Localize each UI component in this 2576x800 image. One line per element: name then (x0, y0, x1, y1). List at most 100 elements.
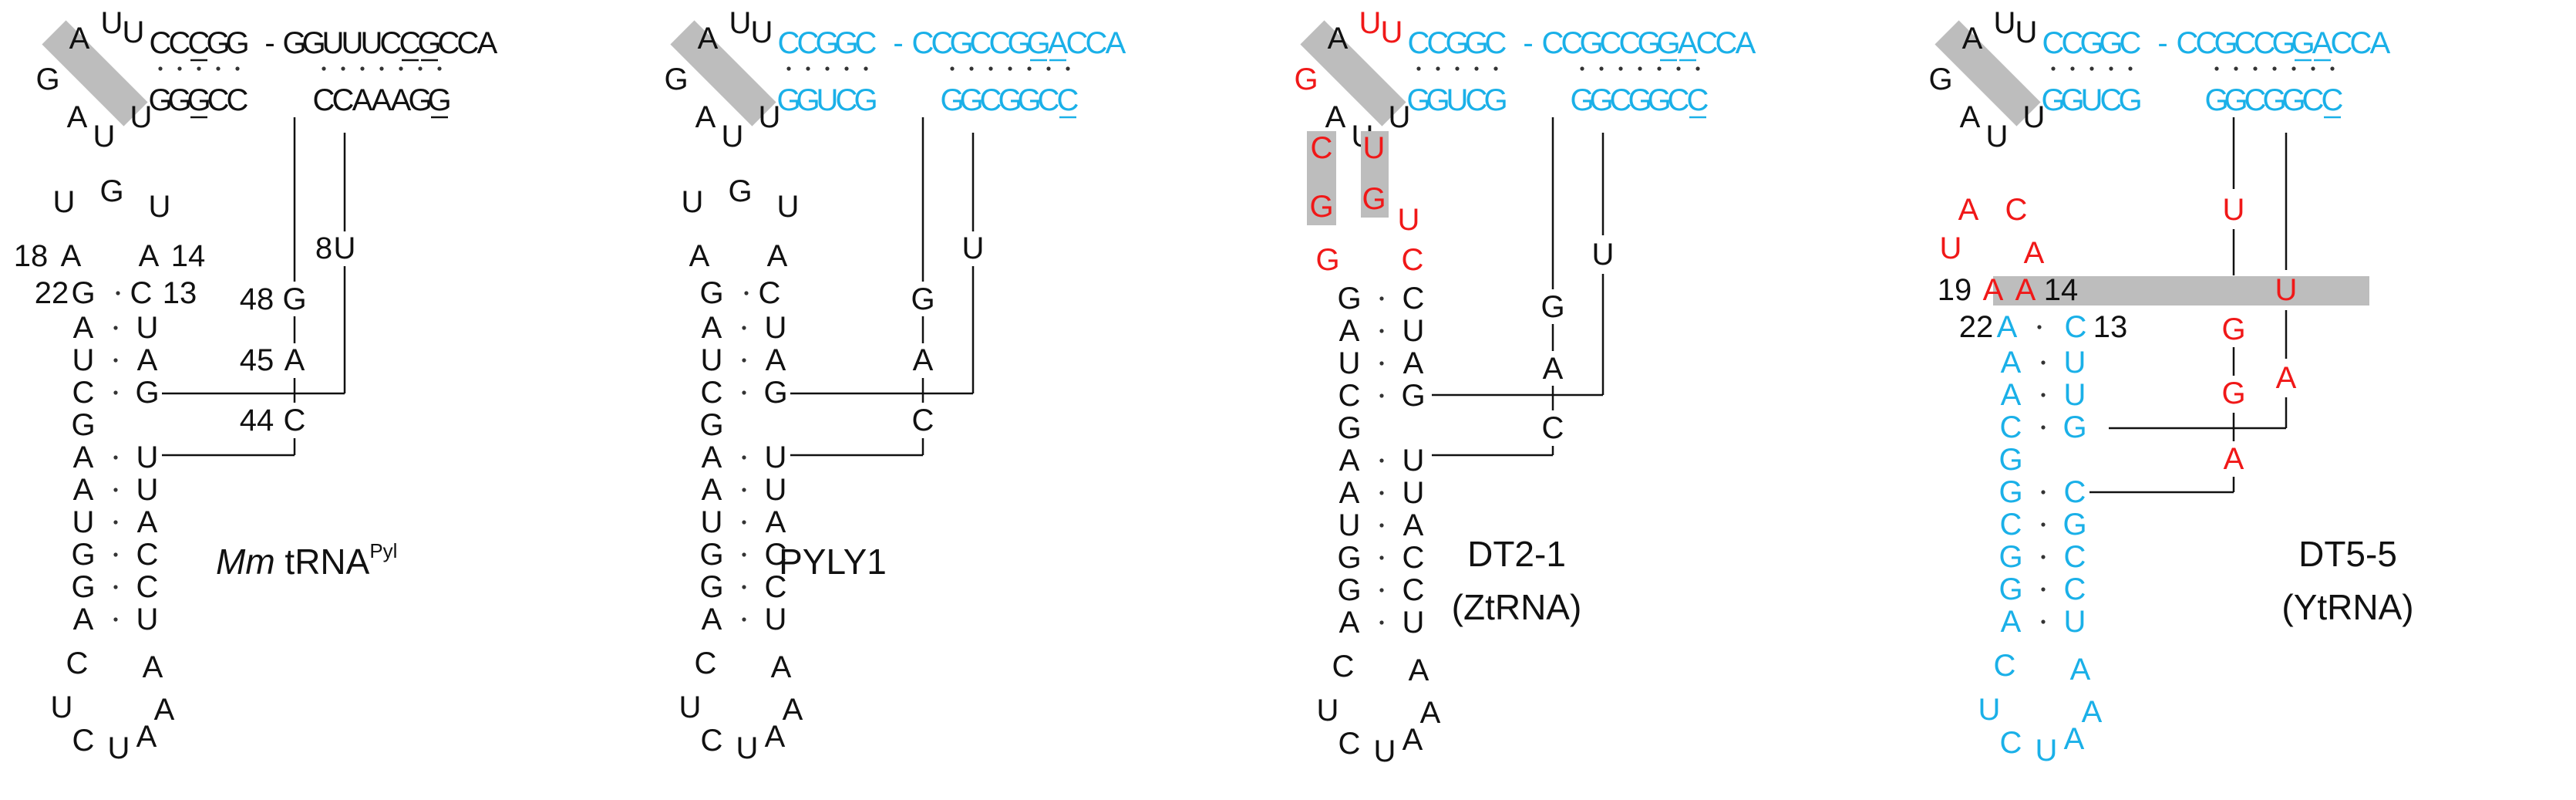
pair-dot (1379, 329, 1384, 333)
acceptor-bottom-nt: G (187, 83, 210, 117)
stem-nt: U (765, 603, 787, 636)
pair-dot (322, 66, 326, 71)
panel-label: (YtRNA) (2281, 587, 2413, 627)
nt: G (2221, 376, 2245, 410)
dash: - (893, 26, 903, 60)
num: 22 (1959, 310, 1994, 344)
acceptor-3prime-nt: A (1736, 26, 1756, 60)
pair-dot (2311, 66, 2315, 71)
nt: C (130, 276, 153, 310)
acceptor-bottom-right-nt: C (313, 83, 335, 117)
pair-dot (1046, 66, 1051, 71)
nt: U (2023, 100, 2046, 134)
acceptor-3prime-nt: C (457, 26, 480, 60)
nt: A (61, 239, 82, 273)
stem-nt: A (73, 473, 94, 507)
acceptor-3prime-nt: G (2271, 26, 2295, 60)
acceptor-bottom-right-nt: C (1687, 83, 1709, 117)
acceptor-3prime-nt: G (949, 26, 973, 60)
pair-dot (742, 358, 746, 363)
pair-dot (341, 66, 345, 71)
acceptor-bottom-nt: U (817, 83, 839, 117)
stem-nt: G (699, 408, 723, 442)
pair-dot (864, 66, 868, 71)
nt: A (1960, 100, 1981, 134)
stem-nt: C (765, 538, 787, 572)
acceptor-bottom-nt: C (227, 83, 249, 117)
acceptor-3prime-nt: U (342, 26, 364, 60)
stem-nt: G (763, 376, 787, 410)
loop-nt: C (695, 646, 717, 680)
pair-dot (177, 66, 182, 71)
num: 48 (240, 282, 274, 316)
num: 8 (315, 231, 332, 265)
pair-dot (437, 66, 442, 71)
nt: U (1359, 6, 1382, 40)
loop-nt: C (701, 724, 723, 758)
stem-nt: A (73, 603, 94, 636)
pair-dot (742, 390, 746, 395)
acceptor-top-nt: C (188, 26, 210, 60)
stem-nt: U (1339, 508, 1361, 542)
nt: G (1315, 243, 1339, 277)
acceptor-highlight-bar (42, 20, 148, 127)
acceptor-bottom-right-nt: A (352, 83, 373, 117)
acceptor-bottom-nt: G (1483, 83, 1507, 117)
pair-dot (1379, 296, 1384, 301)
pair-dot (2089, 66, 2094, 71)
acceptor-top-nt: C (150, 26, 172, 60)
acceptor-3prime-nt: C (2331, 26, 2353, 60)
nt: A (69, 22, 90, 56)
nt: A (2224, 442, 2244, 476)
stem-nt: U (72, 505, 95, 539)
acceptor-top-nt: G (206, 26, 230, 60)
acceptor-bottom-nt: C (207, 83, 230, 117)
loop-nt: A (1409, 653, 1429, 687)
nt: G (1294, 62, 1318, 96)
stem-nt: U (2064, 605, 2086, 639)
pair-dot (2253, 66, 2258, 71)
nt: U (729, 6, 752, 40)
num: 45 (240, 343, 274, 377)
panel-label: (ZtRNA) (1452, 587, 1582, 627)
pair-dot (113, 520, 118, 525)
pair-dot (1599, 66, 1604, 71)
nt: G (71, 276, 95, 310)
pair-dot (742, 326, 746, 330)
nt: U (2223, 193, 2245, 227)
stem-nt: G (1401, 379, 1425, 413)
stem-nt: A (73, 441, 94, 474)
pair-dot (197, 66, 201, 71)
acceptor-top-nt: C (2120, 26, 2142, 60)
acceptor-3prime-nt: C (2350, 26, 2372, 60)
acceptor-top-nt: C (169, 26, 191, 60)
acceptor-3prime-nt: G (2214, 26, 2238, 60)
acceptor-bottom-nt: C (2100, 83, 2123, 117)
pair-dot (1657, 66, 1662, 71)
nt: U (751, 15, 773, 49)
stem-nt: G (135, 376, 159, 410)
acceptor-bottom-right-nt: C (2302, 83, 2325, 117)
pair-dot (2291, 66, 2296, 71)
pair-dot (2041, 393, 2046, 397)
loop-nt: U (2036, 734, 2058, 768)
acceptor-bottom-right-nt: C (1610, 83, 1632, 117)
loop-nt: U (736, 731, 759, 765)
pair-dot (2041, 522, 2046, 527)
pair-dot (742, 455, 746, 460)
stem-nt: A (1339, 314, 1360, 348)
stem-nt: C (765, 570, 787, 604)
nt: U (759, 100, 781, 134)
acceptor-bottom-right-nt: G (959, 83, 983, 117)
nt: G (1928, 62, 1952, 96)
acceptor-highlight-bar (670, 20, 776, 127)
acceptor-3prime-nt: A (2312, 26, 2333, 60)
pair-dot (742, 520, 746, 525)
acceptor-3prime-nt: G (282, 26, 306, 60)
stem-nt: U (1402, 444, 1425, 478)
pair-dot (2109, 66, 2113, 71)
loop-nt: A (2082, 695, 2103, 729)
pair-dot (2330, 66, 2335, 71)
pair-dot (1416, 66, 1421, 71)
acceptor-top-nt: C (855, 26, 877, 60)
